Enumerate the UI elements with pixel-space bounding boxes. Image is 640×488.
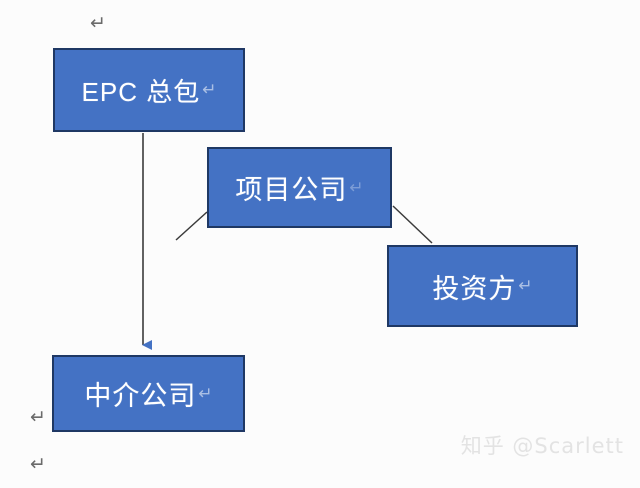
node-investor[interactable]: 投资方 ↵: [387, 245, 578, 327]
watermark: 知乎 @Scarlett: [460, 434, 624, 458]
node-agency-label: 中介公司: [84, 381, 197, 411]
connector-project-company-to-investor: [392, 205, 433, 244]
node-epc[interactable]: EPC 总包 ↵: [53, 48, 245, 132]
pilcrow-icon: ↵: [518, 276, 533, 295]
paragraph-mark-icon: ↵: [30, 406, 46, 428]
pilcrow-icon: ↵: [349, 177, 364, 197]
node-project-company-label: 项目公司: [235, 175, 348, 205]
pilcrow-icon: ↵: [198, 383, 213, 403]
paragraph-mark-icon: ↵: [90, 12, 106, 34]
node-project-company[interactable]: 项目公司 ↵: [207, 147, 392, 228]
connector-project-company-down-left: [175, 211, 208, 241]
pilcrow-icon: ↵: [202, 80, 217, 99]
node-investor-label: 投资方: [432, 273, 517, 304]
node-epc-label: EPC 总包: [81, 76, 201, 107]
node-agency[interactable]: 中介公司 ↵: [52, 355, 245, 432]
paragraph-mark-icon: ↵: [30, 453, 46, 475]
